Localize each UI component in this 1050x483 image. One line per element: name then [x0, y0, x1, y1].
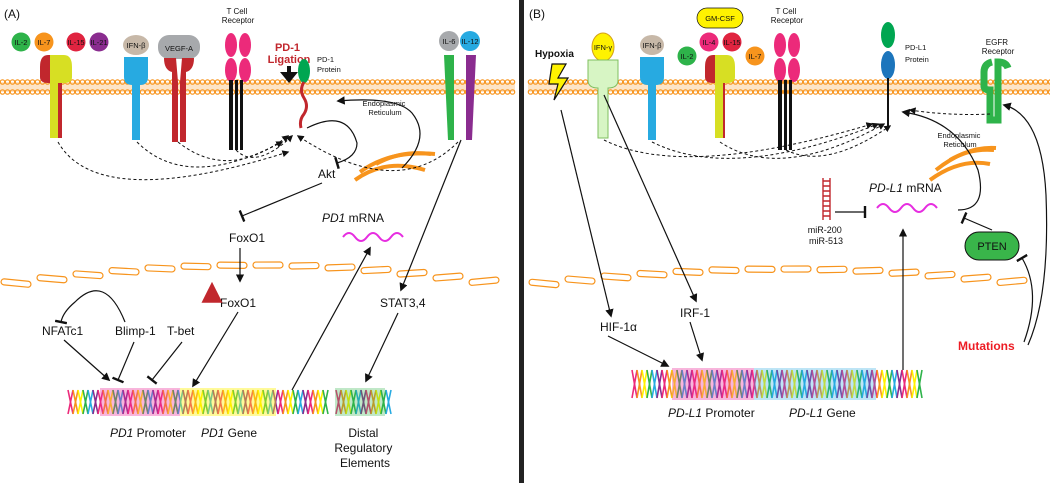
distal-label: Distal Regulatory Elements — [334, 426, 395, 470]
ligation-arrow — [280, 72, 298, 83]
tbet-label: T-bet — [167, 324, 195, 338]
mrna-wave-a — [342, 232, 404, 242]
ifnb-label-b: IFN-β — [643, 41, 663, 50]
il7-label-b: IL-7 — [749, 52, 762, 61]
vegfa-label: VEGF-A — [165, 44, 193, 53]
panel-a: (A) IL-2 IL-7 IL-15 IL-21 IFN-β VEGF-A — [0, 7, 516, 470]
panel-b-label: (B) — [529, 7, 545, 21]
ifn-beta-receptor: IFN-β — [123, 35, 149, 140]
il15-ligand-b — [722, 32, 742, 52]
egfr-receptor: EGFR Receptor — [980, 38, 1015, 124]
il15-ligand — [66, 32, 86, 52]
endoplasmic-reticulum-b: Endoplasmic Reticulum — [928, 131, 997, 182]
il4-ligand — [699, 32, 719, 52]
mutations-label: Mutations — [958, 339, 1015, 353]
cell-membrane-a — [0, 79, 516, 95]
gamma-chain-receptor: IL-2 IL-7 IL-15 IL-21 — [11, 32, 109, 138]
panel-b-arrows — [560, 94, 1048, 370]
il2-label-b: IL-2 — [681, 52, 694, 61]
mirna-label: miR-200 miR-513 — [808, 225, 845, 246]
panel-divider — [519, 0, 524, 483]
il21-ligand — [89, 32, 109, 52]
pten-node — [964, 231, 1020, 261]
panel-a-label: (A) — [4, 7, 20, 21]
blimp1-label: Blimp-1 — [115, 324, 156, 338]
er-label-b: Endoplasmic Reticulum — [937, 131, 982, 149]
pd1-protein: PD-1 Protein — [298, 55, 341, 129]
il4-label: IL-4 — [703, 38, 716, 47]
ifnb-ligand-b — [640, 35, 664, 55]
nfatc1-label: NFATc1 — [42, 324, 83, 338]
il7-ligand-b — [745, 46, 765, 66]
tcr-label-b: T Cell Receptor — [771, 7, 804, 25]
pd1-gene-label: PD1 Gene — [201, 426, 257, 440]
foxo1-label: FoxO1 — [229, 231, 265, 245]
stat-label: STAT3,4 — [380, 296, 426, 310]
gmcsf-ligand — [696, 7, 744, 29]
il12-label: IL-12 — [461, 37, 478, 46]
t-cell-receptor-a: T Cell Receptor — [222, 7, 255, 150]
gm-csf-receptor: GM-CSF IL-2 IL-4 IL-15 IL-7 — [677, 7, 765, 138]
pten-label: PTEN — [977, 241, 1006, 253]
pd1-mrna-label: PD1 mRNA — [322, 211, 384, 225]
il7-label: IL-7 — [38, 38, 51, 47]
pdl1-gene-label: PD-L1 Gene — [789, 406, 856, 420]
panel-a-arrows — [54, 96, 462, 391]
irf-label: IRF-1 — [680, 306, 710, 320]
vegfa-ligand — [158, 35, 200, 59]
il7-ligand — [34, 32, 54, 52]
panel-b: (B) Hypoxia IFN-γ IFN-β GM-CSF IL-2 IL-4 — [527, 7, 1050, 420]
il2-label: IL-2 — [15, 38, 28, 47]
pdl1-mrna-label: PD-L1 mRNA — [869, 181, 942, 195]
il6-ligand — [439, 31, 459, 51]
pd1-gene-region — [180, 388, 276, 416]
il15-label-b: IL-15 — [723, 38, 740, 47]
pd1-protein-label: PD-1 Protein — [317, 55, 341, 74]
pd1-promoter-region — [100, 388, 180, 416]
endoplasmic-reticulum-a: Endoplasmic Reticulum — [353, 99, 436, 182]
tcr-label-a: T Cell Receptor — [222, 7, 255, 25]
il15-label: IL-15 — [67, 38, 84, 47]
ifng-label: IFN-γ — [594, 43, 613, 52]
nuclear-envelope-a — [0, 261, 500, 288]
pdl1-promoter-region — [672, 368, 754, 400]
hif-label: HIF-1α — [600, 320, 637, 334]
nuclear-envelope-b — [528, 265, 1028, 289]
er-label-a: Endoplasmic Reticulum — [362, 99, 407, 117]
akt-label: Akt — [318, 167, 336, 181]
pdl1-gene-region — [754, 368, 876, 400]
il2-ligand-b — [677, 46, 697, 66]
ifn-gamma-receptor: IFN-γ — [587, 32, 619, 139]
vegfa-receptor: VEGF-A — [158, 35, 200, 142]
pdl1-dna-helix — [631, 369, 923, 399]
il12-ligand — [460, 31, 480, 51]
ifn-beta-receptor-b: IFN-β — [640, 35, 664, 140]
il6-il12-receptor: IL-6 IL-12 — [439, 31, 480, 140]
pd1-promoter-label: PD1 Promoter — [110, 426, 186, 440]
il21-label: IL-21 — [90, 38, 107, 47]
mrna-wave-b — [876, 203, 938, 213]
t-cell-receptor-b: T Cell Receptor — [771, 7, 804, 150]
distal-region — [335, 388, 385, 416]
ifnb-label: IFN-β — [127, 41, 147, 50]
mirna-icon — [822, 178, 831, 220]
pd1-dna-helix — [67, 389, 392, 415]
hypoxia-label: Hypoxia — [535, 49, 574, 60]
ifnb-ligand — [123, 35, 149, 55]
pdl1-promoter-label: PD-L1 Promoter — [668, 406, 755, 420]
il2-ligand — [11, 32, 31, 52]
pdl1-protein-label: PD-L1 Protein — [905, 43, 929, 64]
gmcsf-label: GM-CSF — [705, 14, 735, 23]
egfr-label: EGFR Receptor — [982, 38, 1015, 56]
hypoxia-bolt-icon — [548, 63, 570, 101]
il6-label: IL-6 — [443, 37, 456, 46]
pdl1-protein: PD-L1 Protein — [881, 22, 929, 128]
foxo1-up-label: FoxO1 — [220, 296, 256, 310]
